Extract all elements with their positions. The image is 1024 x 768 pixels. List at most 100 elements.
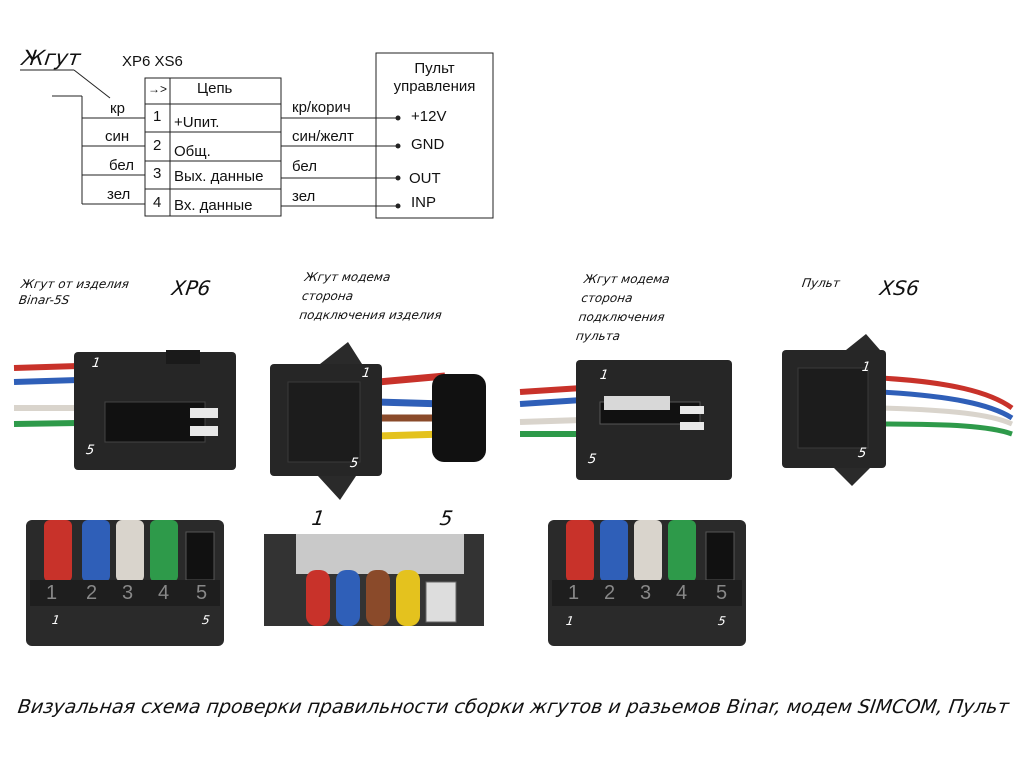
pin-signal-2: GND — [411, 136, 445, 153]
arrow-symbol: →> — [148, 82, 168, 96]
left-color-1: кр — [110, 100, 125, 117]
wire-green — [879, 421, 1013, 437]
wire-red — [377, 372, 446, 386]
wire-blue — [879, 389, 1014, 421]
pin-wire-1: кр/корич — [292, 99, 351, 116]
wire-white — [116, 520, 144, 582]
connector-table — [144, 77, 282, 217]
connector-photos — [13, 334, 1014, 500]
connector-pin — [680, 406, 704, 414]
connector-latch — [104, 401, 206, 443]
connector-front-photo-1 — [26, 520, 224, 646]
wire-blue — [82, 520, 110, 582]
cable-sleeve — [432, 374, 486, 462]
pin-wire-3: бел — [292, 158, 318, 175]
connector-tab — [318, 476, 356, 500]
connector-tab — [846, 334, 880, 350]
connector-face — [797, 367, 869, 449]
wire-blue — [519, 397, 583, 407]
connector-pin — [680, 422, 704, 430]
front-1-number-3: 3 — [122, 582, 134, 604]
pin-signal-4: INP — [411, 194, 437, 211]
connector-pin — [190, 408, 218, 418]
wire-green — [668, 520, 696, 582]
wire-brown — [366, 570, 390, 626]
remote-header: Пульт управления — [393, 60, 476, 95]
pin-number-4: 4 — [153, 194, 162, 211]
connector-photo-2 — [270, 342, 486, 500]
connector-front-photo-3 — [548, 520, 746, 646]
remote-box — [375, 52, 494, 219]
photo-1-designator: XP6 — [170, 276, 213, 300]
connector-photo-1 — [13, 350, 236, 470]
pin-circuit-2: Общ. — [174, 143, 211, 160]
circuit-header: Цепь — [197, 80, 233, 97]
wire-red — [879, 375, 1014, 411]
wire-white — [634, 520, 662, 582]
wire-blue — [336, 570, 360, 626]
photo-1-caption: Жгут от изделия Binar-5S — [17, 277, 130, 307]
left-color-2: син — [105, 128, 130, 145]
empty-cavity — [705, 531, 735, 581]
pin-wire-4: зел — [292, 188, 316, 205]
left-color-3: бел — [109, 157, 135, 174]
front-3-number-4: 4 — [676, 582, 688, 604]
connector-photo-4 — [782, 334, 1014, 486]
front-3-number-2: 2 — [604, 582, 616, 604]
connector-photo-3 — [519, 360, 732, 480]
terminal-dot — [395, 175, 401, 181]
front-1-number-1: 1 — [46, 582, 58, 604]
front-3-number-1: 1 — [568, 582, 580, 604]
pin-signal-1: +12V — [411, 108, 447, 125]
number-strip — [30, 580, 220, 606]
front-1-number-5: 5 — [196, 582, 208, 604]
front-1-number-2: 2 — [86, 582, 98, 604]
pin-number-1: 1 — [153, 108, 162, 125]
harness-label: Жгут — [20, 46, 83, 70]
front-3-number-5: 5 — [716, 582, 728, 604]
terminal-dot — [395, 143, 401, 149]
wire-red — [519, 385, 583, 395]
wire-red — [13, 363, 79, 371]
connector-tab — [320, 342, 362, 364]
terminal-dot — [395, 115, 401, 121]
empty-cavity — [185, 531, 215, 581]
left-color-4: зел — [107, 186, 131, 203]
pin-number-3: 3 — [153, 165, 162, 182]
connector-pin — [190, 426, 218, 436]
pin-wire-2: син/желт — [292, 128, 354, 145]
wiring-schematic — [20, 52, 494, 219]
connector-front-photo-2 — [264, 534, 484, 626]
connector-designators: XP6 XS6 — [122, 53, 183, 70]
photo-2-caption: Жгут модема сторона подключения изделия — [298, 270, 443, 322]
connector-face — [287, 381, 361, 463]
wire-red — [306, 570, 330, 626]
photo-4-caption: Пульт — [801, 276, 841, 290]
harness-pointer-line — [73, 69, 111, 99]
connector-label-sticker — [604, 396, 670, 410]
pin-circuit-3: Вых. данные — [174, 168, 264, 185]
terminal-dot — [395, 203, 401, 209]
pin-signal-3: OUT — [409, 170, 441, 187]
wire-white — [879, 405, 1014, 427]
wire-red — [566, 520, 594, 582]
wire-blue — [600, 520, 628, 582]
pin-circuit-1: +Uпит. — [174, 114, 220, 131]
connector-cap — [166, 350, 200, 364]
front-3-number-3: 3 — [640, 582, 652, 604]
wire-yellow — [396, 570, 420, 626]
wire-green — [150, 520, 178, 582]
wire-blue — [13, 377, 79, 385]
footer-caption: Визуальная схема проверки правильности с… — [16, 696, 1011, 718]
wire-green — [13, 420, 79, 427]
photo-4-designator: XS6 — [878, 276, 921, 300]
pin-circuit-4: Вх. данные — [174, 197, 253, 214]
front-1-number-4: 4 — [158, 582, 170, 604]
connector-front-photos — [26, 520, 746, 646]
wire-white — [519, 417, 583, 425]
connector-face — [296, 534, 464, 574]
wire-red — [44, 520, 72, 582]
connector-tab — [834, 468, 870, 486]
pin-number-2: 2 — [153, 137, 162, 154]
